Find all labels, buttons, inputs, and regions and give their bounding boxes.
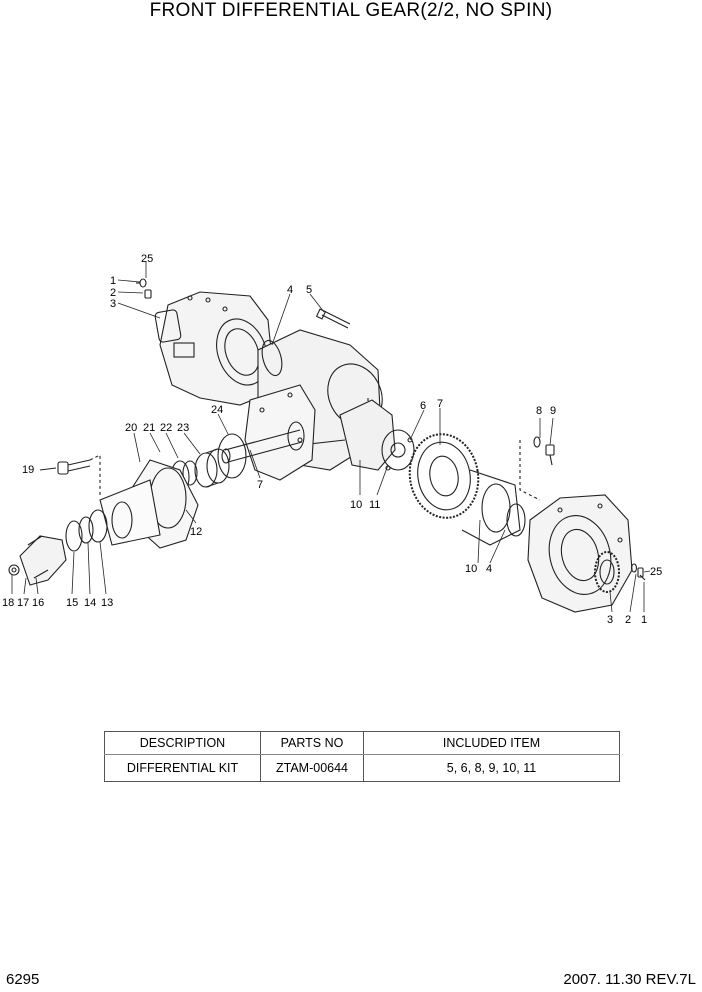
- callout-14: 14: [84, 597, 96, 609]
- differential-case: [339, 399, 415, 471]
- callout-20: 20: [125, 422, 137, 434]
- callout-10-upper: 10: [350, 499, 362, 511]
- spacer-22: [182, 460, 198, 486]
- callout-4-lower: 4: [486, 563, 492, 575]
- pinion-cage-20: [99, 459, 199, 549]
- page-title: FRONT DIFFERENTIAL GEAR(2/2, NO SPIN): [149, 0, 553, 21]
- cell-description: DIFFERENTIAL KIT: [104, 754, 261, 782]
- callout-3-upper: 3: [110, 298, 116, 310]
- callout-4-upper: 4: [287, 284, 293, 296]
- table-row: DIFFERENTIAL KIT ZTAM-00644 5, 6, 8, 9, …: [104, 754, 620, 782]
- callout-10-lower: 10: [465, 563, 477, 575]
- bolt-19: [39, 459, 91, 475]
- cell-included-item: 5, 6, 8, 9, 10, 11: [363, 754, 620, 782]
- callout-17: 17: [17, 597, 29, 609]
- bearing-23: [194, 448, 230, 488]
- callout-18: 18: [2, 597, 14, 609]
- cell-parts-no: ZTAM-00644: [260, 754, 364, 782]
- lock-plate-upper: [136, 278, 152, 299]
- bolt-5: [315, 308, 351, 329]
- page-number: 6295: [6, 971, 40, 988]
- callout-25-lower: 25: [650, 566, 662, 578]
- callout-7-ring: 7: [437, 398, 443, 410]
- callout-19: 19: [22, 464, 34, 476]
- seal-4-lower: [506, 503, 526, 537]
- parts-table: DESCRIPTION PARTS NO INCLUDED ITEM DIFFE…: [104, 731, 620, 782]
- callout-22: 22: [160, 422, 172, 434]
- header-included-item: INCLUDED ITEM: [363, 731, 620, 755]
- callout-24: 24: [211, 404, 223, 416]
- right-housing: [527, 494, 633, 613]
- callout-12: 12: [190, 526, 202, 538]
- callout-9: 9: [550, 405, 556, 417]
- callout-1-lower: 1: [641, 614, 647, 626]
- callout-13: 13: [101, 597, 113, 609]
- header-parts-no: PARTS NO: [260, 731, 364, 755]
- callout-11: 11: [369, 499, 380, 511]
- seal-15: [65, 520, 83, 552]
- ring-gear-7: [408, 433, 521, 546]
- bearing-13: [88, 509, 108, 543]
- callout-23: 23: [177, 422, 189, 434]
- callout-7-pinion: 7: [257, 479, 263, 491]
- o-ring-24: [217, 433, 247, 479]
- callout-2-lower: 2: [625, 614, 631, 626]
- callout-5: 5: [306, 284, 312, 296]
- header-description: DESCRIPTION: [104, 731, 261, 755]
- callout-16: 16: [32, 597, 44, 609]
- callout-25-upper: 25: [141, 253, 153, 265]
- callout-15: 15: [66, 597, 78, 609]
- companion-yoke: [8, 535, 67, 586]
- callout-6: 6: [420, 400, 426, 412]
- bolt-9: [533, 436, 555, 466]
- callout-3-lower: 3: [607, 614, 613, 626]
- callout-2-upper: 2: [110, 287, 116, 299]
- seal-4-upper: [261, 339, 283, 377]
- callout-21: 21: [143, 422, 155, 434]
- spacer-14: [78, 516, 94, 544]
- callout-1-upper: 1: [110, 275, 116, 287]
- table-header-row: DESCRIPTION PARTS NO INCLUDED ITEM: [104, 731, 620, 755]
- callout-8: 8: [536, 405, 542, 417]
- pinion-flange-assembly: [221, 384, 316, 481]
- revision-date: 2007. 11.30 REV.7L: [563, 971, 696, 988]
- adjusting-nut-3: [594, 551, 620, 593]
- lock-plate-lower: [630, 563, 646, 581]
